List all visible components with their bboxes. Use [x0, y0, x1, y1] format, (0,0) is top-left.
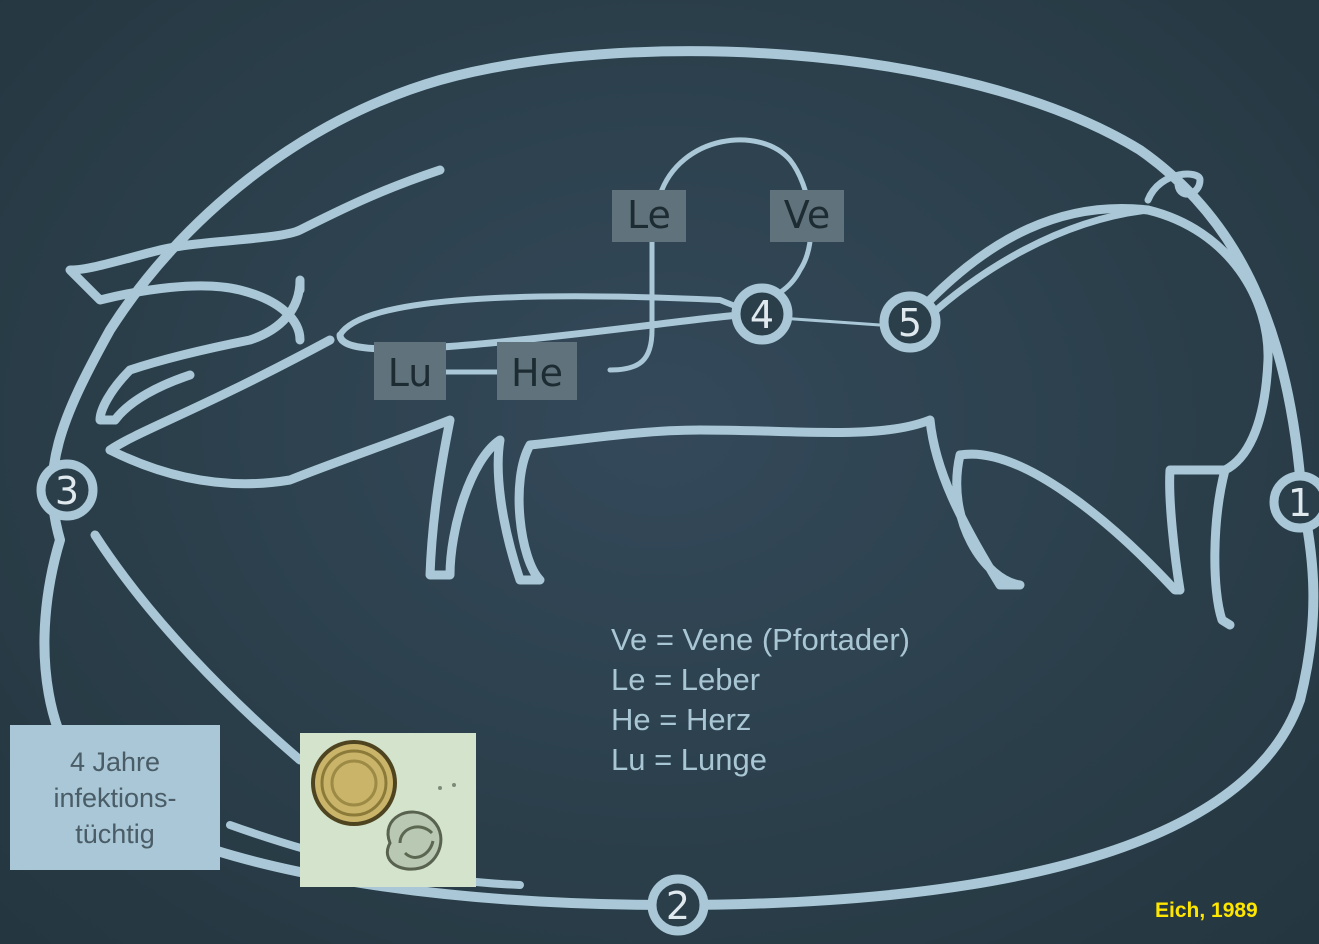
svg-text:2: 2 — [666, 884, 690, 928]
legend-line-le: Le = Leber — [611, 660, 1071, 700]
organ-box-he: He — [497, 342, 577, 400]
svg-text:1: 1 — [1288, 481, 1312, 525]
egg-larva-image — [300, 733, 476, 887]
organ-box-le: Le — [612, 190, 686, 242]
source-credit: Eich, 1989 — [1155, 899, 1258, 923]
stage-1: 1 — [1274, 476, 1319, 528]
legend-line-ve: Ve = Vene (Pfortader) — [611, 620, 1071, 660]
legend-line-he: He = Herz — [611, 700, 1071, 740]
stage4-to-5 — [780, 318, 880, 325]
stage-5: 5 — [884, 296, 936, 348]
stage-3: 3 — [41, 464, 93, 516]
svg-text:4: 4 — [750, 293, 774, 337]
organ-box-lu: Lu — [374, 342, 446, 400]
infectivity-line-3: tüchtig — [10, 816, 220, 852]
svg-text:3: 3 — [55, 469, 79, 513]
migration-path — [340, 296, 745, 335]
legend-line-lu: Lu = Lunge — [611, 740, 1071, 780]
svg-text:Ve: Ve — [784, 193, 830, 237]
stage-2: 2 — [652, 879, 704, 931]
pig-tail — [1148, 174, 1200, 200]
stage-4: 4 — [736, 288, 788, 340]
infectivity-box: 4 Jahre infektions- tüchtig — [10, 725, 220, 870]
organ-box-ve: Ve — [770, 190, 844, 242]
infectivity-line-1: 4 Jahre — [10, 744, 220, 780]
svg-text:5: 5 — [898, 301, 922, 345]
egg-larva-photo — [300, 733, 476, 887]
svg-text:He: He — [511, 351, 563, 395]
organ-legend: Ve = Vene (Pfortader) Le = Leber He = He… — [611, 620, 1071, 780]
infectivity-line-2: infektions- — [10, 780, 220, 816]
svg-text:Lu: Lu — [388, 351, 433, 395]
svg-text:Le: Le — [627, 193, 671, 237]
